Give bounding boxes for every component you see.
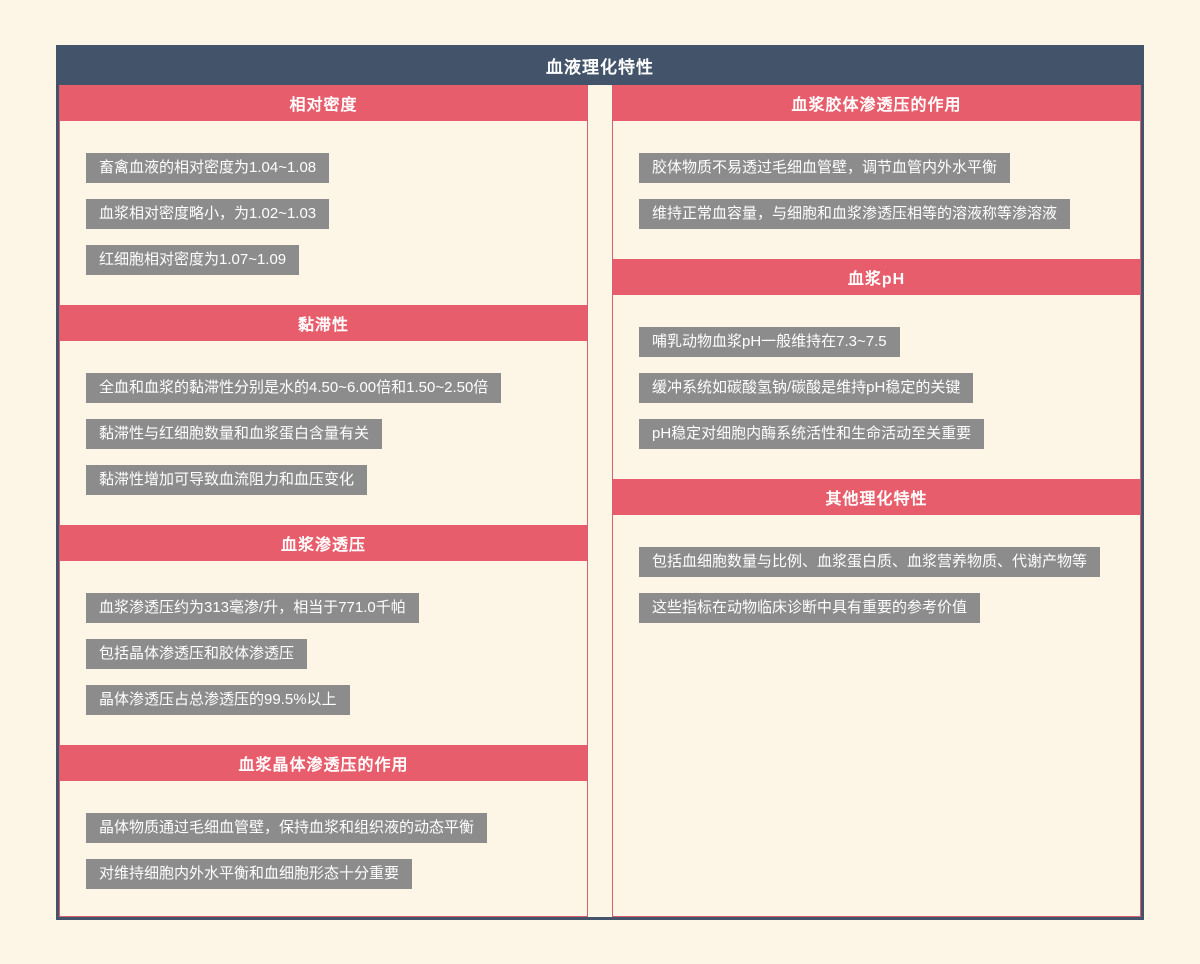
topic-item: 这些指标在动物临床诊断中具有重要的参考价值 <box>639 593 981 623</box>
topic-item: 缓冲系统如碳酸氢钠/碳酸是维持pH稳定的关键 <box>639 373 974 403</box>
section-items: 哺乳动物血浆pH一般维持在7.3~7.5 缓冲系统如碳酸氢钠/碳酸是维持pH稳定的… <box>613 295 1140 479</box>
topic-item: 维持正常血容量，与细胞和血浆渗透压相等的溶液称等渗溶液 <box>639 199 1071 229</box>
topic-item: 包括血细胞数量与比例、血浆蛋白质、血浆营养物质、代谢产物等 <box>639 547 1101 577</box>
section-header: 血浆渗透压 <box>60 525 587 561</box>
section: 其他理化特性包括血细胞数量与比例、血浆蛋白质、血浆营养物质、代谢产物等这些指标在… <box>613 479 1140 653</box>
topic-item: 黏滞性与红细胞数量和血浆蛋白含量有关 <box>86 419 383 449</box>
section-items: 胶体物质不易透过毛细血管壁，调节血管内外水平衡维持正常血容量，与细胞和血浆渗透压… <box>613 121 1140 259</box>
page-title: 血液理化特性 <box>56 45 1144 85</box>
topic-item: 黏滞性增加可导致血流阻力和血压变化 <box>86 465 368 495</box>
diagram-board: 血液理化特性 相对密度畜禽血液的相对密度为1.04~1.08 血浆相对密度略小，为… <box>56 45 1144 920</box>
section-header: 血浆pH <box>613 259 1140 295</box>
section: 血浆晶体渗透压的作用晶体物质通过毛细血管壁，保持血浆和组织液的动态平衡对维持细胞… <box>60 745 587 916</box>
section-header: 黏滞性 <box>60 305 587 341</box>
section-header: 其他理化特性 <box>613 479 1140 515</box>
topic-item: 哺乳动物血浆pH一般维持在7.3~7.5 <box>639 327 900 357</box>
topic-item: 红细胞相对密度为1.07~1.09 <box>86 245 300 275</box>
section-header: 相对密度 <box>60 85 587 121</box>
columns-container: 相对密度畜禽血液的相对密度为1.04~1.08 血浆相对密度略小，为1.02~1.… <box>59 85 1141 917</box>
topic-item: 全血和血浆的黏滞性分别是水的4.50~6.00倍和1.50~2.50倍 <box>86 373 502 403</box>
topic-item: 血浆相对密度略小，为1.02~1.03 <box>86 199 330 229</box>
section: 血浆pH 哺乳动物血浆pH一般维持在7.3~7.5 缓冲系统如碳酸氢钠/碳酸是维持p… <box>613 259 1140 479</box>
section: 黏滞性全血和血浆的黏滞性分别是水的4.50~6.00倍和1.50~2.50倍黏滞… <box>60 305 587 525</box>
topic-item: 畜禽血液的相对密度为1.04~1.08 <box>86 153 330 183</box>
section-items: 晶体物质通过毛细血管壁，保持血浆和组织液的动态平衡对维持细胞内外水平衡和血细胞形… <box>60 781 587 916</box>
column: 相对密度畜禽血液的相对密度为1.04~1.08 血浆相对密度略小，为1.02~1.… <box>59 85 588 917</box>
section-header: 血浆胶体渗透压的作用 <box>613 85 1140 121</box>
section: 血浆胶体渗透压的作用胶体物质不易透过毛细血管壁，调节血管内外水平衡维持正常血容量… <box>613 85 1140 259</box>
section-header: 血浆晶体渗透压的作用 <box>60 745 587 781</box>
section-items: 全血和血浆的黏滞性分别是水的4.50~6.00倍和1.50~2.50倍黏滞性与红… <box>60 341 587 525</box>
topic-item: 对维持细胞内外水平衡和血细胞形态十分重要 <box>86 859 413 889</box>
column: 血浆胶体渗透压的作用胶体物质不易透过毛细血管壁，调节血管内外水平衡维持正常血容量… <box>612 85 1141 917</box>
topic-item: 包括晶体渗透压和胶体渗透压 <box>86 639 308 669</box>
topic-item: pH稳定对细胞内酶系统活性和生命活动至关重要 <box>639 419 985 449</box>
section-items: 包括血细胞数量与比例、血浆蛋白质、血浆营养物质、代谢产物等这些指标在动物临床诊断… <box>613 515 1140 653</box>
topic-item: 晶体渗透压占总渗透压的99.5%以上 <box>86 685 350 715</box>
section-items: 畜禽血液的相对密度为1.04~1.08 血浆相对密度略小，为1.02~1.03 红细… <box>60 121 587 305</box>
section: 血浆渗透压血浆渗透压约为313毫渗/升，相当于771.0千帕包括晶体渗透压和胶体… <box>60 525 587 745</box>
section: 相对密度畜禽血液的相对密度为1.04~1.08 血浆相对密度略小，为1.02~1.… <box>60 85 587 305</box>
topic-item: 血浆渗透压约为313毫渗/升，相当于771.0千帕 <box>86 593 419 623</box>
topic-item: 胶体物质不易透过毛细血管壁，调节血管内外水平衡 <box>639 153 1011 183</box>
topic-item: 晶体物质通过毛细血管壁，保持血浆和组织液的动态平衡 <box>86 813 488 843</box>
section-items: 血浆渗透压约为313毫渗/升，相当于771.0千帕包括晶体渗透压和胶体渗透压晶体… <box>60 561 587 745</box>
